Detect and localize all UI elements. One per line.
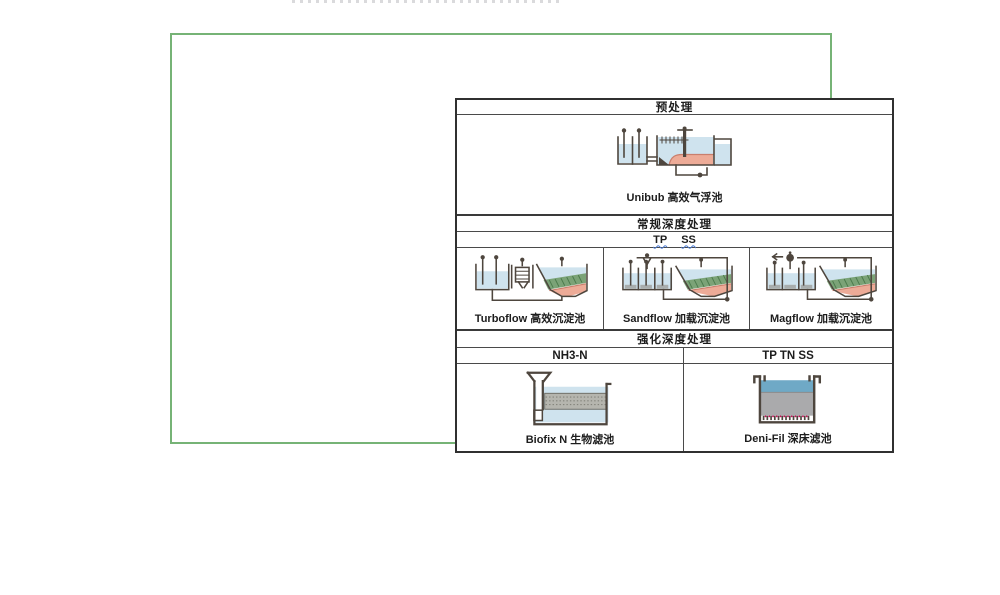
clarifier-row: Turboflow 高效沉淀池 <box>457 248 892 331</box>
section-title-enhanced: 强化深度处理 <box>457 331 892 348</box>
filter-row: Biofix N 生物滤池 <box>457 364 892 451</box>
sandflow-caption: Sandflow 加载沉淀池 <box>623 313 730 325</box>
cell-sandflow: Sandflow 加载沉淀池 <box>604 248 750 329</box>
process-table: 预处理 <box>455 98 894 453</box>
enhanced-params-row: NH3-N TP TN SS <box>457 348 892 364</box>
biofix-caption: Biofix N 生物滤池 <box>525 434 615 446</box>
turboflow-clarifier-illustration <box>466 251 594 307</box>
cell-denifil: Deni-Fil 深床滤池 <box>684 364 892 451</box>
green-border-frame: 预处理 <box>170 33 894 453</box>
cell-turboflow: Turboflow 高效沉淀池 <box>457 248 604 329</box>
section-title-pretreatment: 预处理 <box>457 100 892 115</box>
cell-biofix: Biofix N 生物滤池 <box>457 364 684 451</box>
conventional-params: TP SS <box>457 232 892 248</box>
turboflow-caption: Turboflow 高效沉淀池 <box>474 313 586 325</box>
unibub-flotation-tank-illustration <box>612 124 738 182</box>
clipped-text-fragment <box>292 0 560 3</box>
cell-magflow: Magflow 加载沉淀池 <box>750 248 892 329</box>
unibub-caption: Unibub 高效气浮池 <box>626 192 723 204</box>
sandflow-clarifier-illustration <box>613 251 741 307</box>
param-ss: SS <box>681 233 696 246</box>
param-tp-tn-ss: TP TN SS <box>762 349 814 362</box>
magflow-clarifier-illustration <box>757 251 885 307</box>
denifil-filter-illustration <box>742 369 834 427</box>
magflow-caption: Magflow 加载沉淀池 <box>769 313 873 325</box>
denifil-caption: Deni-Fil 深床滤池 <box>744 433 832 445</box>
param-nh3n: NH3-N <box>457 348 684 363</box>
section-title-conventional: 常规深度处理 <box>457 216 892 232</box>
biofix-filter-illustration <box>518 368 622 428</box>
cell-unibub: Unibub 高效气浮池 <box>457 115 892 216</box>
param-tp: TP <box>653 233 668 246</box>
